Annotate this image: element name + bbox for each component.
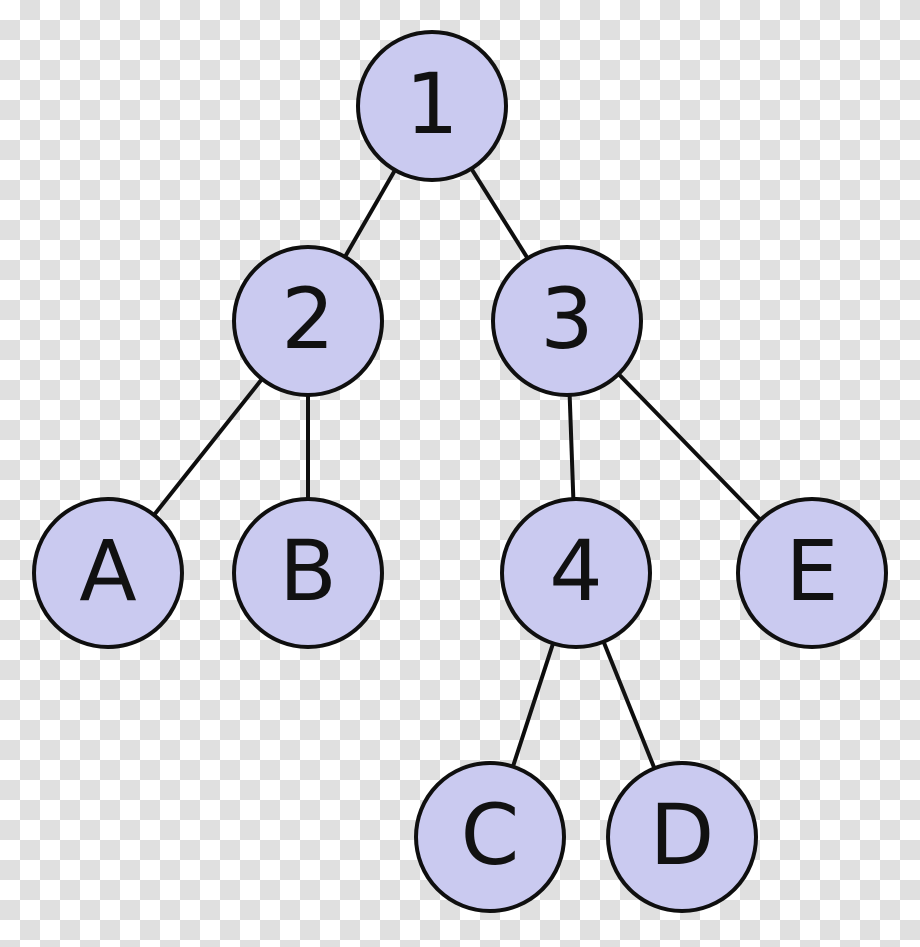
tree-node-D: D xyxy=(606,761,758,913)
tree-node-label: E xyxy=(785,522,839,620)
tree-node-label: B xyxy=(279,522,337,620)
tree-node-label: C xyxy=(460,786,520,884)
tree-node-label: A xyxy=(79,522,137,620)
tree-node-A: A xyxy=(32,497,184,649)
tree-node-label: 2 xyxy=(281,270,335,368)
tree-node-C: C xyxy=(414,761,566,913)
tree-node-B: B xyxy=(232,497,384,649)
tree-node-4: 4 xyxy=(500,497,652,649)
tree-node-2: 2 xyxy=(232,245,384,397)
tree-node-E: E xyxy=(736,497,888,649)
tree-node-label: 3 xyxy=(540,270,594,368)
tree-node-label: D xyxy=(649,786,715,884)
tree-node-1: 1 xyxy=(356,30,508,182)
tree-node-label: 1 xyxy=(405,55,459,153)
tree-node-3: 3 xyxy=(491,245,643,397)
tree-node-label: 4 xyxy=(549,522,603,620)
